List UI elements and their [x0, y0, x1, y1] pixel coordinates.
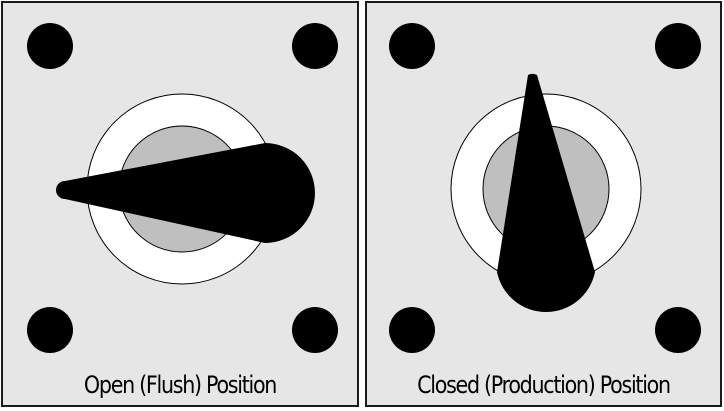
caption-open-position: Open (Flush) Position: [83, 371, 277, 399]
mounting-bolt-icon: [27, 307, 73, 353]
mounting-bolt-icon: [655, 23, 701, 69]
valve-handle-icon: [497, 73, 595, 313]
panel-open-position: Open (Flush) Position: [1, 1, 359, 407]
mounting-bolt-icon: [389, 307, 435, 353]
valve-diagram-open: [27, 23, 338, 353]
mounting-bolt-icon: [389, 23, 435, 69]
valve-handle-icon: [56, 143, 315, 243]
panel-closed-position: Closed (Production) Position: [365, 1, 722, 407]
mounting-bolt-icon: [292, 23, 338, 69]
caption-closed-position: Closed (Production) Position: [417, 371, 671, 399]
mounting-bolt-icon: [27, 23, 73, 69]
mounting-bolt-icon: [655, 307, 701, 353]
mounting-bolt-icon: [292, 307, 338, 353]
valve-diagram-closed: [389, 23, 701, 353]
